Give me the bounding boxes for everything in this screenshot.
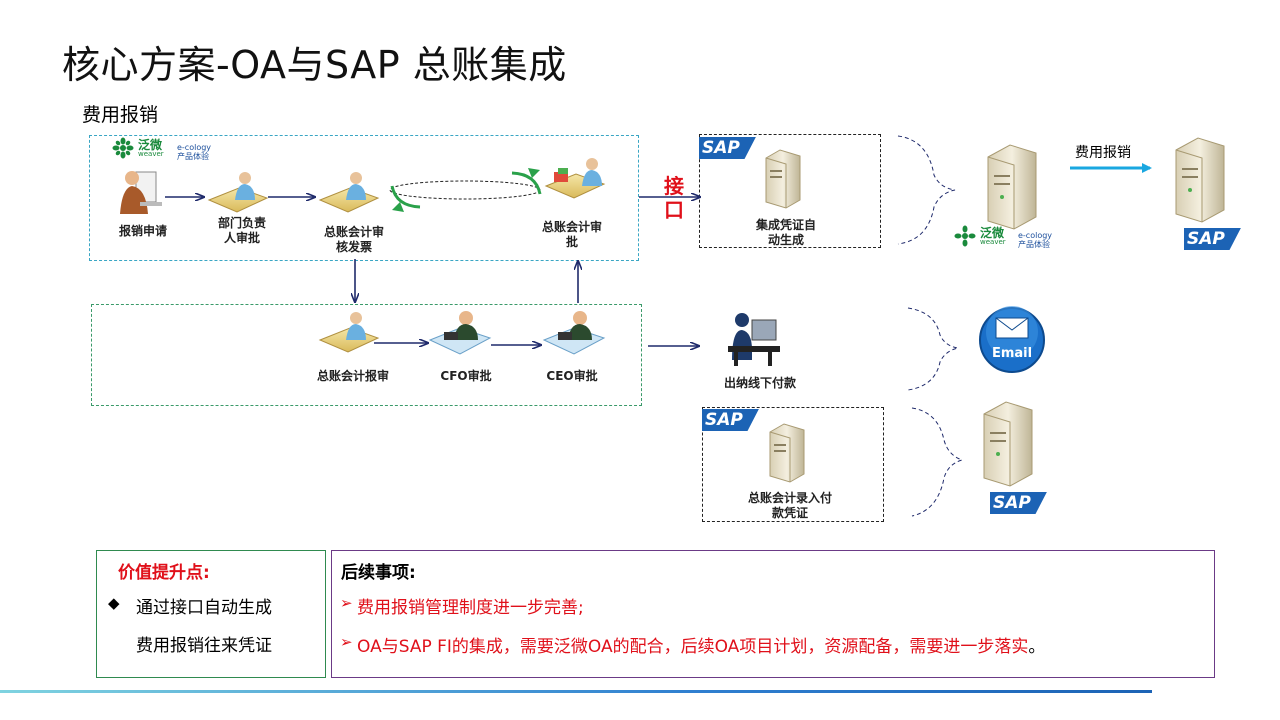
sap-logo-box2: SAP [702,409,759,431]
followup-marker-2: ➢ [340,633,353,651]
ecology-label: e-cology 产品体验 [177,143,211,161]
review-cycle-icon [389,168,542,212]
followup-item-2-text: OA与SAP FI的集成，需要泛微OA的配合，后续OA项目计划，资源配备，需要进… [357,637,1029,657]
weaver-logo: 泛微 weaver [110,137,164,159]
brace-top [897,135,956,245]
footer-line [0,690,1152,693]
person-icon-gl-approve [544,158,606,199]
oa-flow-group-bottom [91,304,642,406]
step-cfo-label: CFO审批 [440,369,492,383]
person-icon-cashier [728,313,780,366]
server-icon-oa [987,144,1037,230]
person-icon-gl-review [318,172,380,213]
section-label: 费用报销 [82,104,159,126]
weaver-sub: weaver [138,149,164,158]
ecology-line2-2: 产品体验 [1018,240,1050,249]
person-icon-ceo [542,311,606,355]
ecology-line1: e-cology [177,143,212,152]
value-line-1: 通过接口自动生成 [136,598,272,618]
cashier-label: 出纳线下付款 [723,376,796,390]
step-gl-approve-label: 总账会计审批 [542,220,603,249]
person-icon-gl-submit [318,312,380,353]
weaver-sub-2: weaver [980,237,1006,246]
value-box-title: 价值提升点: [118,563,210,583]
sap-logo-top-right: SAP [1184,228,1241,250]
followup-item-2: OA与SAP FI的集成，需要泛微OA的配合，后续OA项目计划，资源配备，需要进… [357,632,1045,657]
followup-box [331,550,1215,678]
sap-box2-text: 总账会计录入付款凭证 [747,491,832,520]
oa-flow-group-top [89,135,639,261]
server-icon-sap-bottom [983,401,1033,487]
interface-label: 接口 [664,174,684,222]
email-label: Email [991,346,1033,361]
weaver-flower-icon [112,137,134,159]
sap-logo-bottom-right: SAP [990,492,1047,514]
page-title: 核心方案-OA与SAP 总账集成 [62,43,567,87]
brace-middle [907,307,959,391]
step-ceo-label: CEO审批 [546,369,598,383]
followup-item-2-end: 。 [1028,637,1046,657]
weaver-logo-server: 泛微 weaver [952,225,1006,247]
step-apply-label: 报销申请 [118,224,167,238]
step-dept-approve-label: 部门负责人审批 [217,216,266,245]
server-icon-sap-top [1175,137,1225,223]
followup-title: 后续事项: [341,563,416,583]
weaver-name-2: 泛微 [980,225,1005,240]
person-icon-dept-approve [207,172,269,213]
ecology-line1-2: e-cology [1018,231,1053,240]
weaver-flower-icon-2 [954,225,976,247]
value-line-2: 费用报销往来凭证 [136,636,272,656]
email-icon [979,306,1045,373]
expense-arrow-label: 费用报销 [1075,145,1131,161]
step-gl-review-label: 总账会计审核发票 [324,225,385,254]
sap-integration-box-1 [699,134,881,248]
server-icon-sap-box2 [769,423,805,483]
ecology-line2: 产品体验 [177,152,209,161]
followup-item-1: 费用报销管理制度进一步完善; [357,598,584,618]
ecology-label-2: e-cology 产品体验 [1018,231,1052,249]
value-box [96,550,326,678]
person-icon-cfo [428,311,492,355]
server-icon-sap-box1 [765,149,801,209]
sap-box1-text: 集成凭证自动生成 [755,218,816,247]
weaver-name: 泛微 [138,137,163,152]
step-gl-submit-label: 总账会计报审 [316,369,389,383]
sap-logo-box1: SAP [699,137,756,159]
followup-marker-1: ➢ [340,594,353,612]
brace-bottom [911,407,964,517]
sap-integration-box-2 [702,407,884,522]
value-bullet-icon: ◆ [108,594,120,612]
person-icon-apply [120,171,162,214]
